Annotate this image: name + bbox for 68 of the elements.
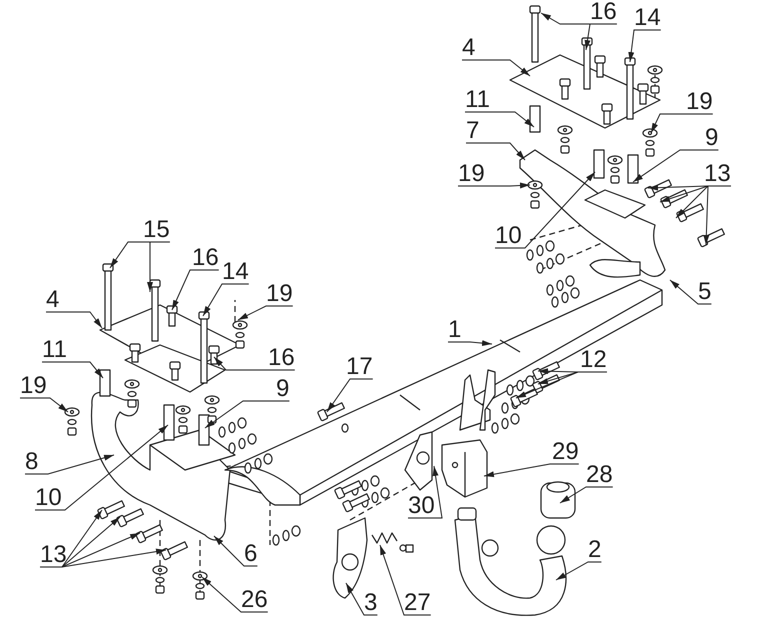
leader-line xyxy=(560,486,614,504)
callout-number: 9 xyxy=(276,377,290,401)
leader-line xyxy=(214,356,296,370)
leader-line xyxy=(172,270,220,310)
callout-number: 30 xyxy=(408,494,435,518)
leader-line xyxy=(40,548,166,568)
callout-number: 17 xyxy=(346,355,373,379)
callout-number: 19 xyxy=(458,162,485,186)
leader-line xyxy=(202,576,268,612)
leader-line xyxy=(462,60,530,76)
leader-line xyxy=(42,362,104,378)
leader-line xyxy=(214,536,258,566)
callout-number: 19 xyxy=(266,282,293,306)
leader-line xyxy=(516,372,608,398)
callout-number: 28 xyxy=(586,463,613,487)
callout-number: 3 xyxy=(364,591,378,615)
leader-line xyxy=(408,466,443,518)
callout-number: 4 xyxy=(462,36,476,60)
leader-line xyxy=(34,424,168,510)
callout-number: 16 xyxy=(192,246,219,270)
leader-line xyxy=(464,112,534,128)
callout-number: 11 xyxy=(42,338,67,362)
leader-line xyxy=(147,242,170,292)
callout-number: 13 xyxy=(40,543,67,567)
callout-number: 11 xyxy=(465,88,490,112)
callout-number: 16 xyxy=(590,0,617,24)
leader-line xyxy=(650,114,714,134)
callout-number: 2 xyxy=(588,538,602,562)
leader-line xyxy=(448,340,492,346)
leader-line xyxy=(380,544,432,616)
callout-number: 10 xyxy=(35,486,62,510)
leader-line xyxy=(556,562,602,580)
callout-number: 8 xyxy=(25,450,38,474)
callout-number: 1 xyxy=(448,318,462,342)
leader-line xyxy=(632,150,719,182)
leader-line xyxy=(46,312,102,328)
leader-line xyxy=(326,378,374,412)
leader-line xyxy=(670,280,712,304)
callout-number: 19 xyxy=(20,374,47,398)
leader-line xyxy=(484,464,580,478)
callout-number: 14 xyxy=(222,260,249,284)
leader-line xyxy=(238,306,294,320)
callout-number: 13 xyxy=(704,162,731,186)
leader-line xyxy=(703,186,732,246)
callout-number: 19 xyxy=(686,90,713,114)
callout-number: 29 xyxy=(552,440,579,464)
leader-line xyxy=(466,142,526,160)
callout-number: 27 xyxy=(404,591,431,615)
callout-number: 14 xyxy=(634,6,661,30)
callout-number: 16 xyxy=(268,346,295,370)
leader-line xyxy=(20,398,68,412)
leader-line xyxy=(204,400,290,428)
callout-number: 7 xyxy=(466,119,480,143)
leader-line xyxy=(202,284,250,316)
callout-number: 26 xyxy=(241,588,268,612)
callout-number: 6 xyxy=(244,542,258,566)
leader-line xyxy=(494,172,596,248)
leader-line xyxy=(628,30,662,62)
callout-number: 4 xyxy=(46,288,60,312)
callout-number: 5 xyxy=(698,280,712,304)
leader-line xyxy=(458,182,530,188)
leader-line xyxy=(584,24,618,50)
callout-number: 10 xyxy=(495,224,522,248)
leader-line xyxy=(24,454,114,474)
callout-number: 9 xyxy=(705,126,718,150)
leader-line xyxy=(346,582,378,616)
callout-number: 12 xyxy=(580,348,607,372)
callout-number: 15 xyxy=(143,218,170,242)
